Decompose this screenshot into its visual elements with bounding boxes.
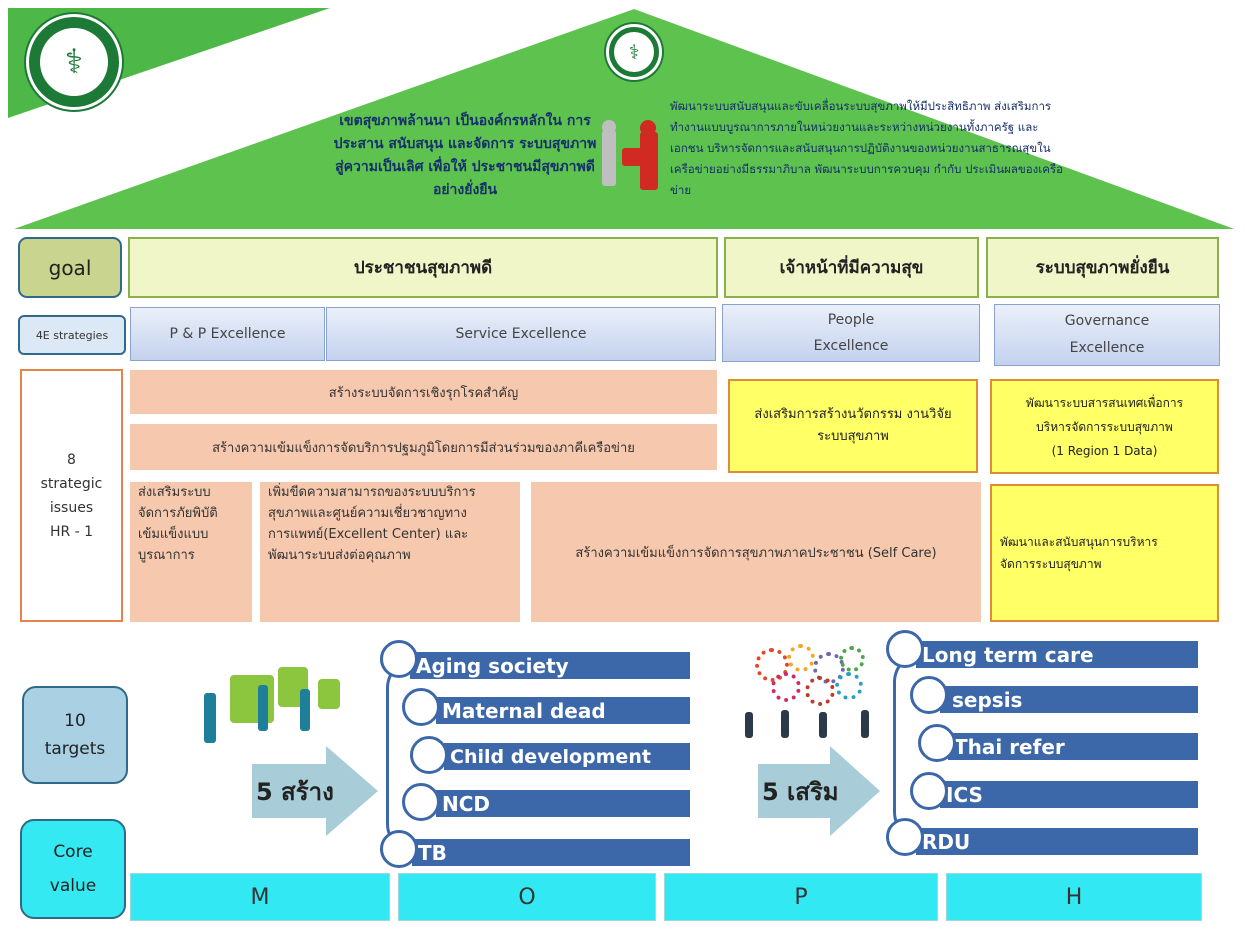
target-bullet-circle [410,736,448,774]
issue-information-system: พัฒนาระบบสารสนเทศเพื่อการ บริหารจัดการระ… [990,379,1219,474]
ministry-emblem-center: ⚕ [606,24,662,80]
innovation-line1: ส่งเสริมการสร้างนวัตกรรม งานวิจัย [754,407,952,422]
strategies-label: 4E strategies [18,315,126,355]
governance-support-line1: พัฒนาและสนับสนุนการบริหาร [1000,535,1158,549]
disaster-line1: ส่งเสริมระบบ [138,485,211,500]
it-line1: พัฒนาระบบสารสนเทศเพื่อการ [1025,395,1184,410]
arrow-left-label: 5 สร้าง [256,778,334,806]
issue-disaster-management: ส่งเสริมระบบ จัดการภัยพิบัติ เข้มแข็งแบบ… [130,482,252,622]
target-sepsis: sepsis [940,686,1198,713]
target-bullet-circle [886,630,924,668]
goal-label: goal [18,237,122,298]
target-tb: TB [412,839,690,866]
arrow-left-shape [252,746,378,836]
target-ncd: NCD [436,790,690,817]
strategic-issues-label: 8 strategic issues HR - 1 [20,369,123,622]
governance-excellence-line1: Governance [1064,313,1150,329]
issues-count: 8 [67,451,76,468]
target-long-term-care: Long term care [916,641,1198,668]
core-value-h: H [946,873,1202,921]
core-value-m: M [130,873,390,921]
vision-statement: เขตสุขภาพล้านนา เป็นองค์กรหลักใน การประส… [333,113,597,198]
issue-self-care: สร้างความเข้มแข็งการจัดการสุขภาพภาคประชา… [531,482,981,622]
issue-primary-care: สร้างความเข้มแข็งการจัดบริการปฐมภูมิโดยก… [130,424,717,470]
core-value-line1: Core [53,842,93,862]
it-line2: บริหารจัดการระบบสุขภาพ [1036,419,1173,434]
governance-support-line2: จัดการระบบสุขภาพ [1000,557,1102,571]
target-thai-refer: Thai refer [948,733,1198,760]
target-bullet-circle [402,783,440,821]
people-excellence-line1: People [827,312,875,328]
target-ics: ICS [940,781,1198,808]
puzzle-people-illustration [596,118,668,192]
target-bullet-circle [886,818,924,856]
targets-label: 10 targets [22,686,128,784]
targets-count: 10 [64,711,86,731]
issue-innovation-research: ส่งเสริมการสร้างนวัตกรรม งานวิจัย ระบบสุ… [728,379,978,473]
target-bullet-circle [910,772,948,810]
issue-governance-support: พัฒนาและสนับสนุนการบริหาร จัดการระบบสุขภ… [990,484,1219,622]
caduceus-icon: ⚕ [628,40,640,64]
issue-service-capacity: เพิ่มขีดความสามารถของระบบบริการ สุขภาพแล… [260,482,520,622]
issue-disease-management: สร้างระบบจัดการเชิงรุกโรคสำคัญ [130,370,717,414]
ministry-emblem-left: ⚕ [26,14,122,110]
core-value-p: P [664,873,938,921]
disaster-line2: จัดการภัยพิบัติ [138,506,218,521]
governance-excellence-line2: Excellence [1069,340,1145,356]
people-excellence-line2: Excellence [813,338,889,354]
roof-triangle [7,6,1241,231]
target-bullet-circle [402,688,440,726]
target-bullet-circle [910,676,948,714]
service-capacity-line4: พัฒนาระบบส่งต่อคุณภาพ [268,548,411,563]
disaster-line3: เข้มแข็งแบบ [138,527,209,542]
arrow-right-label: 5 เสริม [762,778,839,806]
target-aging-society: Aging society [410,652,690,679]
service-capacity-line2: สุขภาพและศูนย์ความเชี่ยวชาญทาง [268,506,467,521]
puzzle-builders-illustration [200,645,360,755]
core-value-label: Core value [20,819,126,919]
mission-statement: พัฒนาระบบสนับสนุนและขับเคลื่อนระบบสุขภาพ… [670,99,1063,197]
it-line3: (1 Region 1 Data) [1051,443,1158,458]
goal-happy-staff: เจ้าหน้าที่มีความสุข [724,237,979,298]
target-bullet-circle [918,724,956,762]
strategy-service-excellence: Service Excellence [326,307,716,361]
service-capacity-line3: การแพทย์(Excellent Center) และ [268,527,469,542]
target-bullet-circle [380,830,418,868]
gears-people-illustration [735,642,885,742]
targets-label-text: targets [44,739,106,759]
issues-label-line1: strategic [40,475,103,492]
strategy-governance-excellence: Governance Excellence [994,304,1220,366]
target-child-development: Child development [444,743,690,770]
arrow-right-shape [758,746,880,836]
issues-label-line2: issues [49,499,94,516]
core-value-o: O [398,873,656,921]
innovation-line2: ระบบสุขภาพ [817,429,889,444]
caduceus-icon: ⚕ [64,42,84,82]
strategy-people-excellence: People Excellence [722,304,980,362]
core-value-line2: value [49,876,97,896]
goal-healthy-people: ประชาชนสุขภาพดี [128,237,718,298]
service-capacity-line1: เพิ่มขีดความสามารถของระบบบริการ [268,485,476,500]
target-bullet-circle [380,640,418,678]
target-maternal-dead: Maternal dead [436,697,690,724]
region-label: เขตสุขภาพที่ ๑ [25,142,103,156]
strategy-pp-excellence: P & P Excellence [130,307,325,361]
issues-label-line3: HR - 1 [49,523,94,540]
disaster-line4: บูรณาการ [138,548,195,563]
goal-sustainable-system: ระบบสุขภาพยั่งยืน [986,237,1219,298]
target-rdu: RDU [916,828,1198,855]
